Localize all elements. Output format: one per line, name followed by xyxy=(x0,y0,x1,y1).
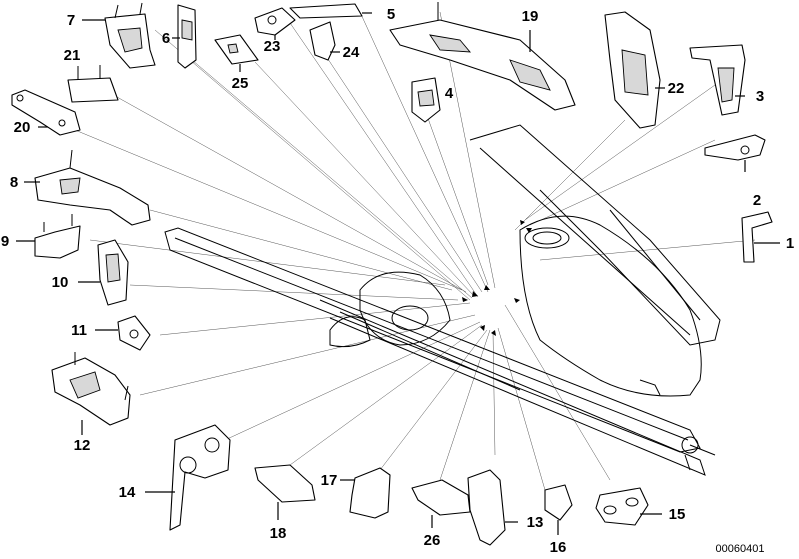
callout-18: 18 xyxy=(270,525,287,542)
part-3-bracket xyxy=(689,44,746,116)
part-11-clip xyxy=(95,315,151,351)
part-26-bracket xyxy=(411,479,471,528)
callout-9: 9 xyxy=(1,233,9,250)
callout-17: 17 xyxy=(321,472,338,489)
reference-number: 00060401 xyxy=(716,543,765,555)
part-7-bracket xyxy=(82,2,156,69)
part-12-bracket xyxy=(51,352,131,435)
callout-3: 3 xyxy=(756,88,764,105)
leader-rays xyxy=(74,11,756,491)
part-25-plate xyxy=(214,34,259,72)
part-4-bracket xyxy=(411,77,441,123)
callout-20: 20 xyxy=(14,119,31,136)
part-23-bracket xyxy=(254,7,296,40)
part-9-bracket xyxy=(16,214,81,259)
part-24-bracket xyxy=(309,21,340,61)
part-14-bracket xyxy=(145,424,231,531)
callout-19: 19 xyxy=(522,8,539,25)
part-5-bracket xyxy=(289,3,372,19)
callout-23: 23 xyxy=(264,38,281,55)
part-21-plate xyxy=(67,65,119,103)
callout-5: 5 xyxy=(387,6,395,23)
callout-labels: 1 2 3 4 5 6 7 8 9 10 11 12 13 14 15 16 1… xyxy=(1,6,794,556)
convergence-marks xyxy=(462,220,532,336)
part-18-bracket xyxy=(254,464,316,520)
part-16-clip xyxy=(544,484,573,535)
callout-24: 24 xyxy=(343,44,360,61)
main-frame xyxy=(164,124,721,476)
callout-16: 16 xyxy=(550,539,567,556)
part-2-bracket xyxy=(704,134,766,172)
callout-26: 26 xyxy=(424,532,441,549)
callout-15: 15 xyxy=(669,506,686,523)
callout-11: 11 xyxy=(71,322,87,339)
part-15-part xyxy=(595,487,662,526)
callout-1: 1 xyxy=(786,235,794,252)
callout-7: 7 xyxy=(67,12,75,29)
part-1-clip xyxy=(741,211,780,263)
part-6-bracket xyxy=(172,4,197,69)
part-17-bracket xyxy=(340,467,391,519)
part-10-bracket xyxy=(78,239,129,306)
part-19-subframe xyxy=(389,2,576,111)
callout-8: 8 xyxy=(10,174,18,191)
callout-4: 4 xyxy=(445,85,454,102)
callout-25: 25 xyxy=(232,75,249,92)
callout-6: 6 xyxy=(162,30,170,47)
part-13-bracket xyxy=(467,469,518,546)
part-20-bracket xyxy=(11,89,81,136)
callout-12: 12 xyxy=(74,437,91,454)
callout-22: 22 xyxy=(668,80,685,97)
callout-14: 14 xyxy=(119,484,136,501)
part-8-bracket xyxy=(24,149,151,226)
callout-10: 10 xyxy=(52,274,69,291)
callout-21: 21 xyxy=(64,47,81,64)
callout-2: 2 xyxy=(753,192,761,209)
callout-13: 13 xyxy=(527,514,544,531)
part-22-bracket xyxy=(604,11,665,129)
